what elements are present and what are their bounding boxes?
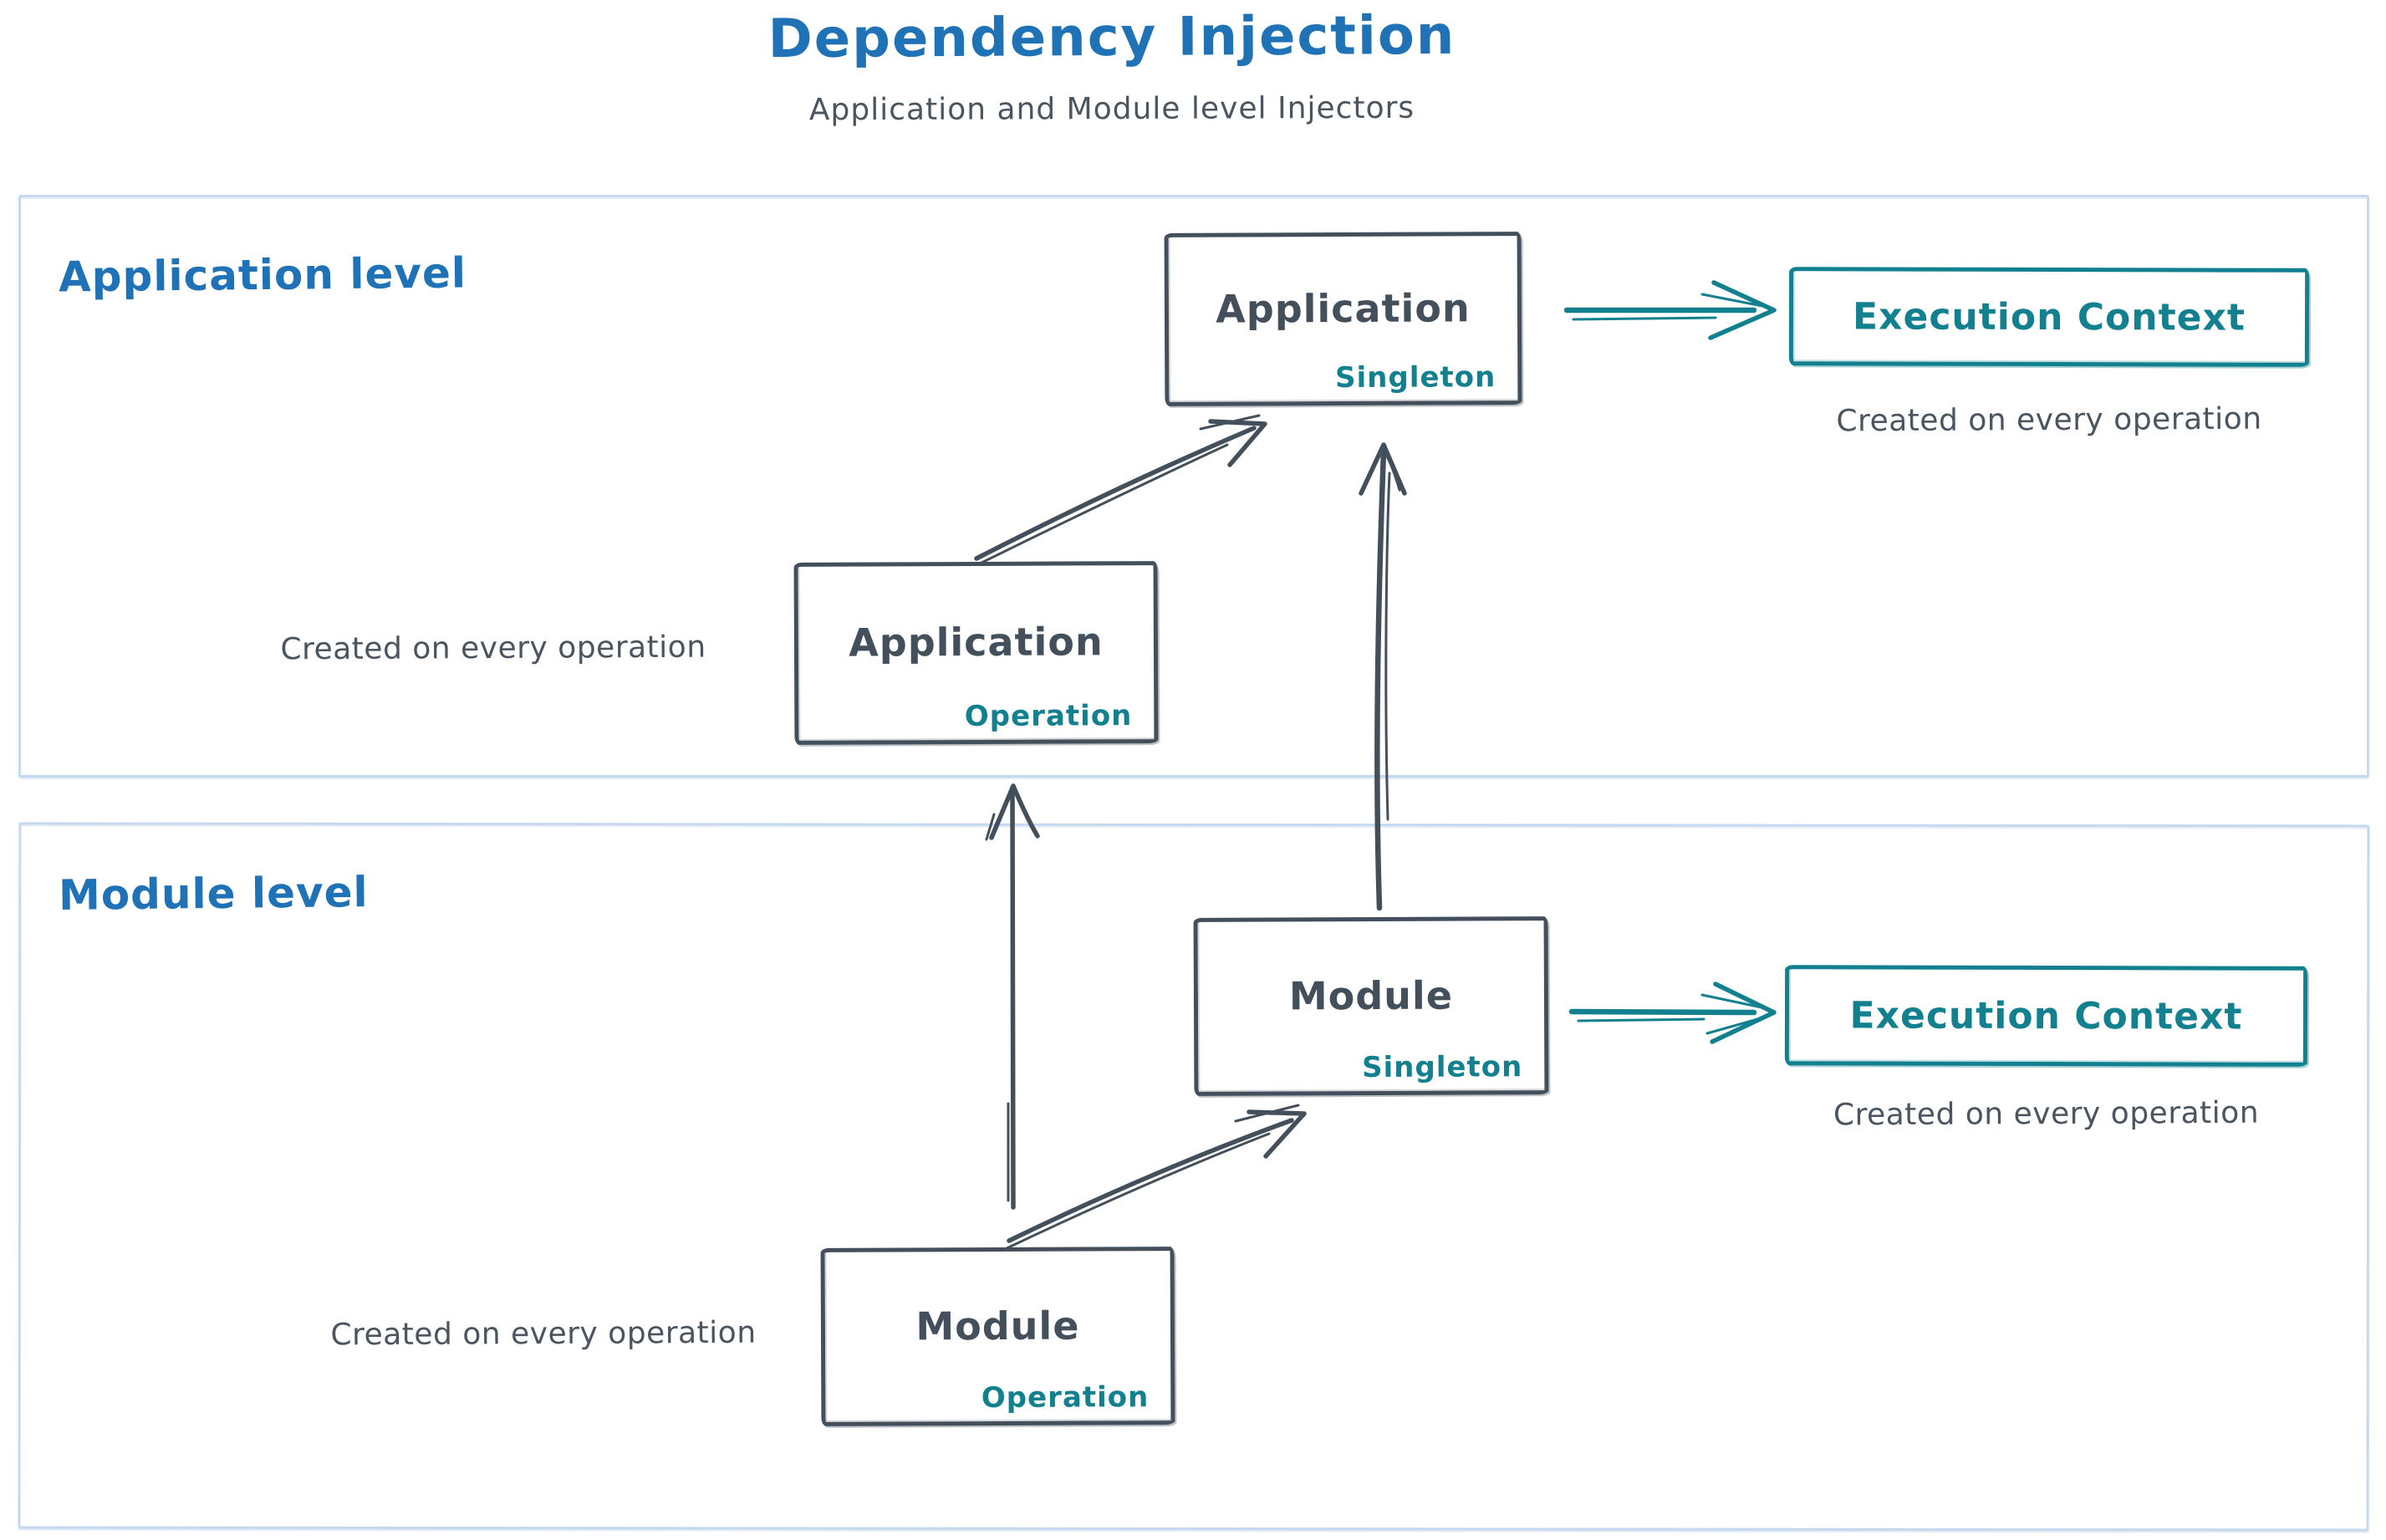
page-subtitle: Application and Module level Injectors <box>808 90 1415 128</box>
node-execution-context-module: Execution Context <box>1784 965 2308 1067</box>
diagram-header: Dependency Injection Application and Mod… <box>485 5 1739 128</box>
caption-operation-module: Created on every operation <box>330 1315 757 1353</box>
node-module-singleton: Module Singleton <box>1193 916 1549 1096</box>
node-execution-context-application-title: Execution Context <box>1853 294 2246 339</box>
node-application-singleton-tag: Singleton <box>1335 360 1496 395</box>
caption-operation-application: Created on every operation <box>280 630 706 667</box>
caption-execution-module: Created on every operation <box>1833 1095 2260 1133</box>
node-module-operation-tag: Operation <box>981 1380 1150 1415</box>
page-title: Dependency Injection <box>767 4 1456 71</box>
node-module-operation-title: Module <box>915 1303 1080 1349</box>
node-application-operation-tag: Operation <box>964 699 1133 734</box>
node-application-operation-title: Application <box>849 619 1104 665</box>
caption-execution-application: Created on every operation <box>1836 401 2262 439</box>
application-level-label: Application level <box>58 248 467 302</box>
module-level-label: Module level <box>58 868 369 920</box>
node-module-singleton-tag: Singleton <box>1362 1050 1523 1085</box>
node-application-operation: Application Operation <box>793 561 1159 745</box>
node-execution-context-application: Execution Context <box>1788 267 2310 367</box>
node-module-singleton-title: Module <box>1288 972 1454 1018</box>
node-module-operation: Module Operation <box>820 1247 1175 1426</box>
node-execution-context-module-title: Execution Context <box>1849 993 2243 1038</box>
node-application-singleton-title: Application <box>1216 284 1471 332</box>
node-application-singleton: Application Singleton <box>1164 232 1522 406</box>
